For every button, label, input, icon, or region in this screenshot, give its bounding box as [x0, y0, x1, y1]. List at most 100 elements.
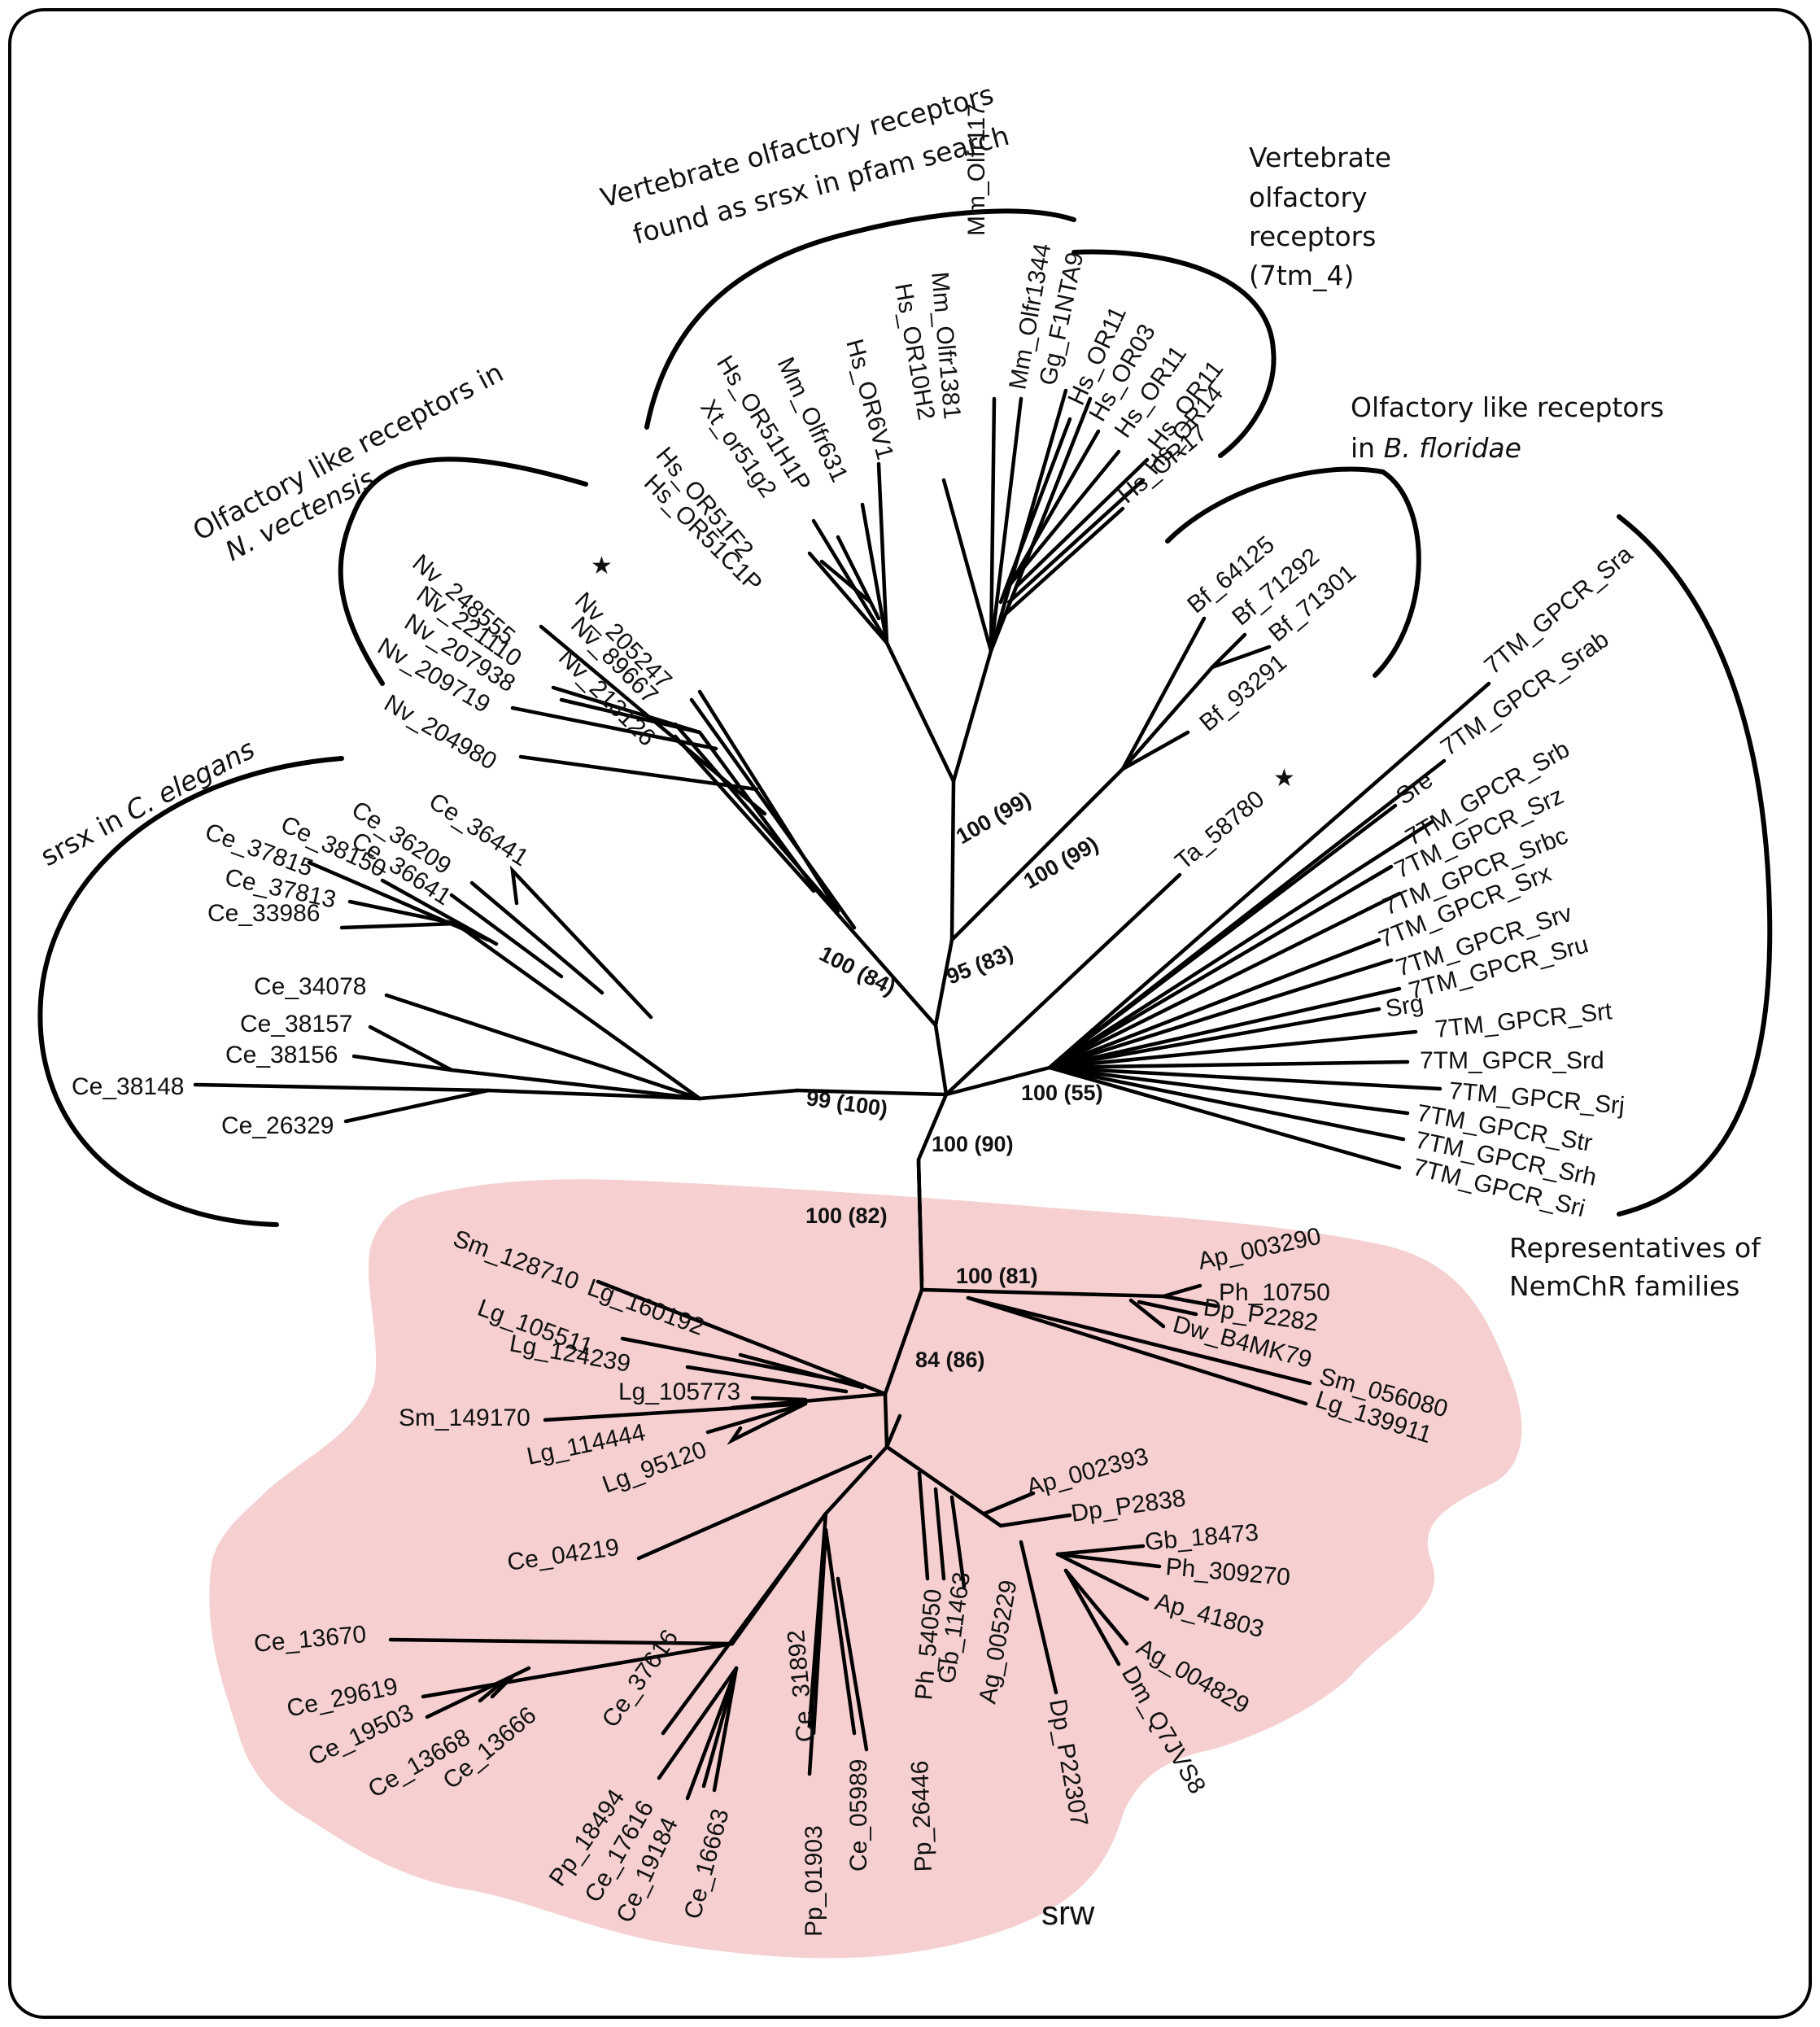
group-label-vert7-1: Vertebrate	[1249, 142, 1391, 173]
arc-vert-pfam	[644, 208, 1076, 430]
branch-ce-33986	[339, 921, 458, 930]
srw-clade-region	[209, 1179, 1522, 1959]
branch-ce-26329	[343, 1088, 491, 1124]
branch-srg	[1047, 1007, 1381, 1070]
branch-ce-13666	[490, 1674, 515, 1699]
branch-bf-inner	[1120, 665, 1215, 771]
branch-vert-base	[884, 640, 956, 784]
branch-ag-005229	[949, 1495, 967, 1589]
branch-bf-71301	[1210, 644, 1272, 670]
branch-str	[1047, 1065, 1410, 1116]
leaf-label: Ce_38156	[225, 1042, 338, 1068]
branch-pp-01903	[807, 1527, 828, 1776]
branch-pp-18494	[657, 1666, 739, 1780]
branch-sm-128710	[596, 1279, 888, 1396]
support-value: 100 (81)	[956, 1264, 1038, 1288]
branch-hs-or6v1	[876, 461, 889, 645]
branch-nemchr-base	[944, 1065, 1052, 1097]
branch-srj	[1047, 1065, 1442, 1091]
branch-hs-or51h1p	[819, 559, 873, 605]
branch-lg-124239	[685, 1365, 849, 1394]
leaf-label: Mm_Olfr117	[963, 103, 990, 236]
tree-branches	[193, 388, 1491, 1801]
branch-sre	[1047, 803, 1398, 1070]
arc-bf	[1165, 466, 1421, 678]
branch-ce-05989	[823, 1527, 857, 1736]
branch-bf-64125	[1120, 616, 1207, 771]
branch-ap-41803	[1055, 1552, 1150, 1601]
branch-nv-outer	[689, 697, 857, 930]
branch-ce-mid	[449, 1068, 702, 1101]
branch-sra	[1047, 681, 1491, 1070]
group-label-vert7-2: olfactory	[1249, 181, 1368, 213]
branch-hs-or14	[1006, 478, 1146, 605]
branch-srw-ur-base	[919, 1287, 1166, 1299]
branch-ce-17616	[685, 1666, 739, 1801]
branch-ap-003290	[1161, 1283, 1202, 1299]
branch-ph-54050	[917, 1470, 930, 1581]
branch-srv	[1047, 958, 1394, 1070]
branch-hs-or17	[998, 506, 1125, 621]
branch-ce-13668	[478, 1678, 507, 1703]
group-label-nemchr-2: NemChR families	[1509, 1270, 1740, 1302]
branch-lg-95120	[727, 1401, 808, 1445]
branch-sm-149170	[543, 1401, 808, 1422]
branch-gg-f1nta9	[989, 396, 1093, 653]
branch-hs-or10h2	[941, 478, 993, 653]
branch-pp-26446	[836, 1576, 869, 1752]
branch-mm-olfr1381	[989, 396, 997, 653]
leaf-label: Lg_105773	[618, 1378, 740, 1405]
group-label-bf-2: in B. floridae	[1351, 432, 1521, 464]
support-value: 100 (90)	[932, 1132, 1014, 1156]
branch-nv-213126	[673, 734, 816, 893]
group-label-nemchr-1: Representatives of	[1509, 1232, 1761, 1264]
branch-srx	[1047, 937, 1381, 1070]
group-label-srw: srw	[1041, 1894, 1095, 1932]
arc-vert-7tm4	[1071, 249, 1277, 458]
branch-hs-or11c	[1015, 457, 1150, 588]
group-label-vert7-4: (7tm_4)	[1249, 260, 1354, 291]
branch-srw-ll-base	[823, 1444, 889, 1516]
branch-mm-olfr1344	[989, 388, 1068, 653]
branch-ce-38148	[193, 1082, 491, 1093]
leaf-label: Ce_38157	[240, 1011, 352, 1038]
branch-srt	[1047, 1029, 1418, 1070]
branch-ce-36209	[449, 893, 564, 979]
support-value: 84 (86)	[915, 1348, 985, 1372]
group-label-vert7-3: receptors	[1249, 221, 1376, 252]
leaf-label: Ce_33986	[207, 900, 320, 927]
branch-ce-04219	[636, 1454, 873, 1561]
branch-sri	[1047, 1065, 1402, 1170]
branch-ag-004829	[1063, 1568, 1129, 1646]
branch-ce-13670	[388, 1637, 735, 1646]
branch-lg-139911	[966, 1295, 1308, 1406]
star-marker-icon: ★	[591, 553, 613, 579]
branch-srd	[1047, 1059, 1410, 1070]
leaf-label: Ph_10750	[1219, 1279, 1330, 1306]
branch-sru	[1047, 986, 1402, 1070]
branch-ce-38150	[380, 878, 499, 946]
arc-nv	[338, 457, 588, 686]
branch-mm-olfr631	[860, 502, 889, 645]
star-marker-icon: ★	[1273, 765, 1295, 792]
branch-ce-16663	[712, 1666, 739, 1793]
branch-ph-309270	[1055, 1552, 1162, 1569]
branch-dp-p22307	[1019, 1540, 1058, 1695]
branch-lg-114444	[705, 1401, 808, 1435]
branch-srbc	[1047, 891, 1402, 1070]
branch-gb-18473	[1055, 1544, 1146, 1557]
leaf-label: Pp_26446	[906, 1760, 937, 1872]
branch-ce-38157	[368, 1024, 454, 1072]
branch-srb	[1047, 819, 1434, 1070]
branch-ce-34078	[384, 993, 702, 1101]
branch-ce-37815	[307, 860, 491, 942]
branch-bf-71292	[1210, 632, 1247, 670]
leaf-label: Ce_05989	[845, 1759, 872, 1872]
branch-ce-29619	[421, 1641, 735, 1699]
leaf-label: Ce_26329	[221, 1112, 334, 1139]
branch-upper-clade	[933, 779, 956, 1097]
branch-ph-10750	[1161, 1294, 1219, 1308]
branch-nv-base	[811, 885, 938, 1028]
branch-hs-or03	[1002, 429, 1101, 596]
